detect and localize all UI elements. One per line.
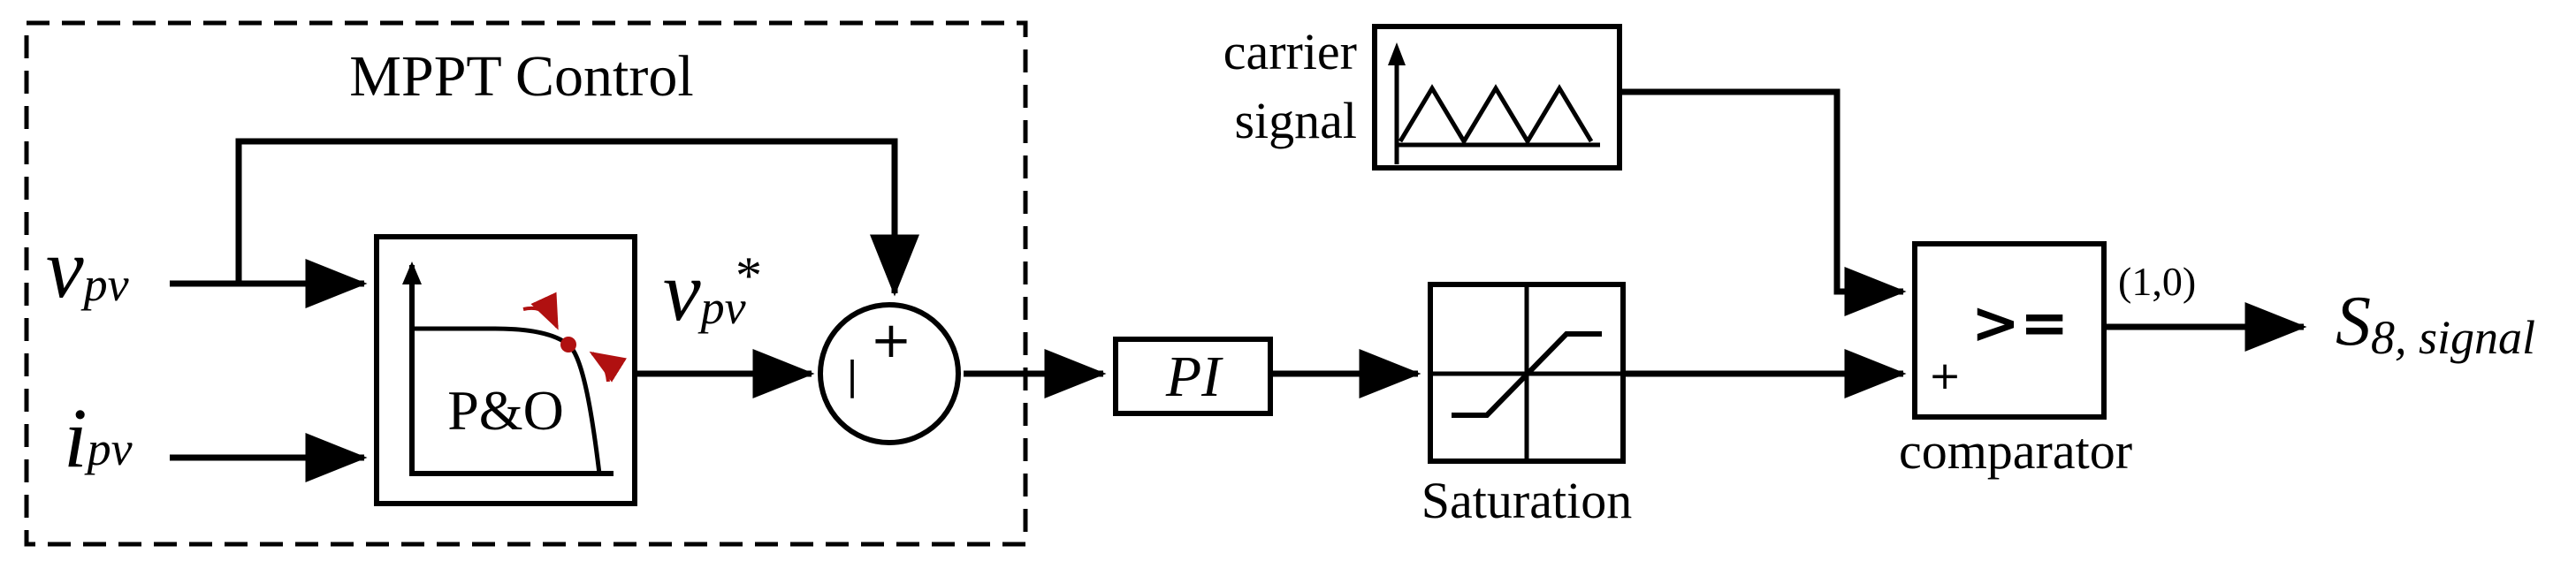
carrier-block: carrier signal <box>1223 23 1622 171</box>
summing-junction: + | <box>818 302 961 445</box>
comparator-output-values: (1,0) <box>2118 259 2196 304</box>
output-signal-label: S8, signal <box>2336 283 2535 364</box>
carrier-axes <box>1394 49 1600 164</box>
vpv-sub: pv <box>80 258 129 311</box>
pi-block-label: PI <box>1165 345 1223 409</box>
comparator-symbol: >= <box>1971 289 2069 357</box>
saturation-curve <box>1452 331 1602 418</box>
comparator-plus: + <box>1929 353 1962 398</box>
vpv-main: v <box>46 221 84 315</box>
saturation-label: Saturation <box>1421 472 1632 529</box>
ipv-main: i <box>64 390 88 485</box>
output-sub: 8, signal <box>2371 311 2535 364</box>
summing-plus: + <box>871 312 912 369</box>
wire-carrier-to-comparator <box>1620 88 1907 316</box>
mppt-boundary <box>24 20 1028 547</box>
mppt-title: MPPT Control <box>349 44 693 109</box>
vref-sub: pv <box>697 281 746 334</box>
vref-main: v <box>663 244 701 338</box>
carrier-triangle-wave <box>1398 84 1594 146</box>
summing-minus: | <box>846 353 859 398</box>
output-main: S <box>2336 283 2371 360</box>
pi-block: PI <box>1113 337 1273 416</box>
comparator-frame <box>1912 241 2107 420</box>
po-block-label: P&O <box>447 379 564 442</box>
comparator-label: comparator <box>1899 422 2132 480</box>
pi-block-frame <box>1113 337 1273 416</box>
po-operating-point <box>560 337 576 352</box>
ipv-input-label: ipv <box>64 390 133 485</box>
vpv-input-label: vpv <box>46 221 129 315</box>
saturation-block: Saturation <box>1421 282 1632 529</box>
po-perturb-arrow-lower <box>589 351 628 383</box>
carrier-label-line2: signal <box>1234 92 1357 149</box>
comparator-block: >= + comparator (1,0) <box>1899 241 2196 480</box>
po-y-arrow-head <box>402 261 422 284</box>
signal-wires <box>170 88 2307 482</box>
vpv-ref-star: * <box>735 246 762 305</box>
po-axes <box>409 265 614 476</box>
ipv-sub: pv <box>84 422 133 475</box>
carrier-label-line1: carrier <box>1223 23 1357 80</box>
wire-vpv-feedforward <box>235 138 919 297</box>
carrier-y-arrow-head <box>1388 42 1406 65</box>
po-perturb-arrow-upper <box>522 292 559 330</box>
po-block: P&O <box>374 234 637 506</box>
vpv-ref-label: vpv <box>663 244 746 338</box>
mppt-control-group: MPPT Control <box>24 20 1028 547</box>
summing-circle <box>818 302 961 445</box>
